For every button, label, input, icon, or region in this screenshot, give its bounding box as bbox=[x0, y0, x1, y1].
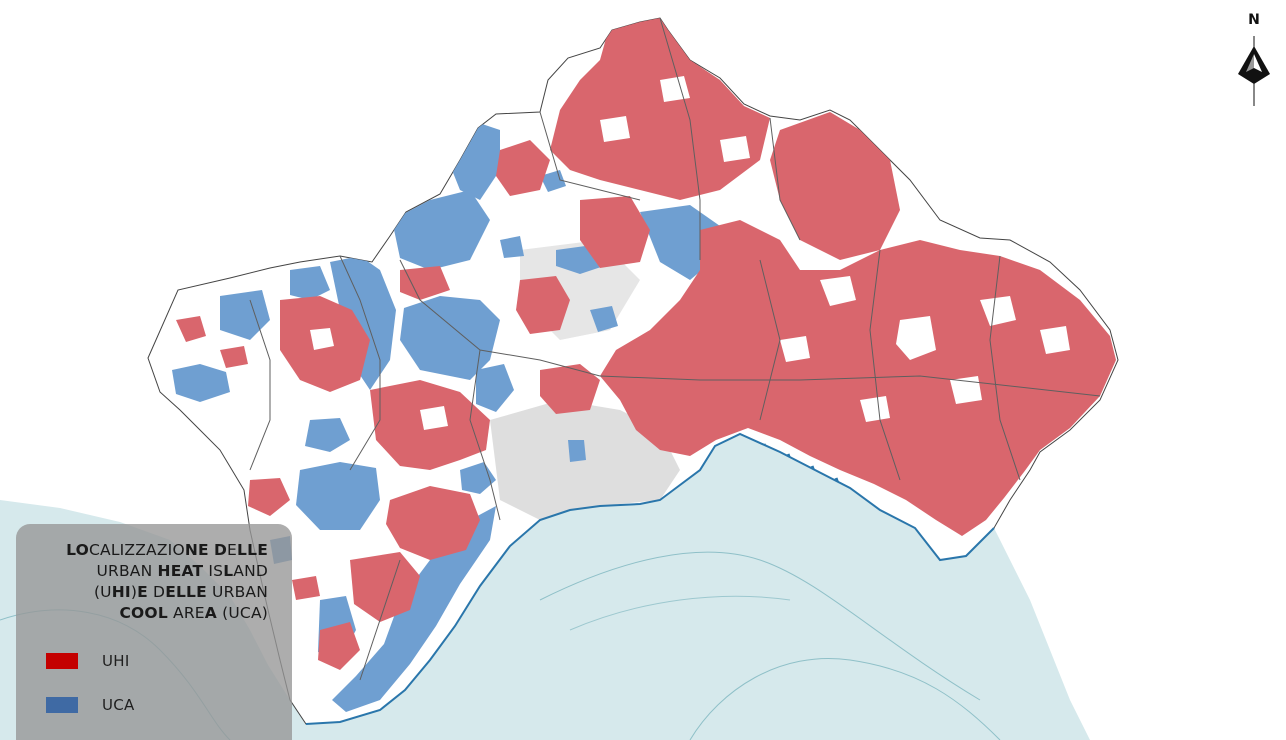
legend-title-run: HEAT bbox=[157, 562, 204, 580]
legend-title-run: (UCA) bbox=[217, 604, 268, 622]
legend-title-run: AND bbox=[233, 562, 268, 580]
legend-title-run: IS bbox=[203, 562, 224, 580]
legend-title-run: A bbox=[204, 604, 217, 622]
legend-label-uca: UCA bbox=[102, 696, 135, 714]
coastline bbox=[305, 432, 995, 725]
legend-title-run: E bbox=[227, 541, 238, 559]
legend-title-run: URBAN bbox=[206, 583, 268, 601]
legend-title-run: L bbox=[223, 562, 234, 580]
legend-label-uhi: UHI bbox=[102, 652, 130, 670]
legend-title-line: URBAN HEAT ISLAND bbox=[26, 561, 268, 582]
legend-swatch-uhi bbox=[46, 653, 78, 669]
legend-title-run: ELLE bbox=[165, 583, 207, 601]
legend-title-run: ARE bbox=[167, 604, 205, 622]
legend-title-run: D bbox=[213, 541, 228, 559]
north-label: N bbox=[1248, 12, 1260, 28]
legend-title-run: E bbox=[137, 583, 148, 601]
legend-title-line: LOCALIZZAZIONE DELLE bbox=[26, 540, 268, 561]
legend-title-run: URBAN bbox=[96, 562, 158, 580]
municipal-boundaries bbox=[249, 18, 1101, 681]
bathymetry-line bbox=[689, 658, 1001, 740]
legend-item-uca: UCA bbox=[46, 696, 135, 714]
north-arrow: N bbox=[1232, 12, 1276, 108]
legend-title-run: COOL bbox=[119, 604, 168, 622]
non-classified-patches bbox=[310, 76, 1070, 430]
legend-title-run: HI bbox=[111, 583, 131, 601]
legend-item-uhi: UHI bbox=[46, 652, 130, 670]
legend-title-run: ) bbox=[130, 583, 138, 601]
legend-title-run: (U bbox=[93, 583, 112, 601]
legend-title-run: LIZZAZIO bbox=[110, 541, 185, 559]
sea bbox=[0, 434, 1090, 740]
legend-title-run: D bbox=[147, 583, 166, 601]
legend-title-line: (UHI)E DELLE URBAN bbox=[26, 582, 268, 603]
legend-swatch-uca bbox=[46, 697, 78, 713]
legend-title-line: COOL AREA (UCA) bbox=[26, 603, 268, 624]
compass-icon bbox=[1238, 36, 1270, 106]
legend-title-run: LO bbox=[66, 541, 89, 559]
legend-title-run: LLE bbox=[237, 541, 268, 559]
bathymetry-line bbox=[539, 551, 981, 701]
legend-title-run: NE bbox=[184, 541, 209, 559]
legend-title-run: CA bbox=[88, 541, 111, 559]
bathymetry-line bbox=[569, 595, 791, 631]
